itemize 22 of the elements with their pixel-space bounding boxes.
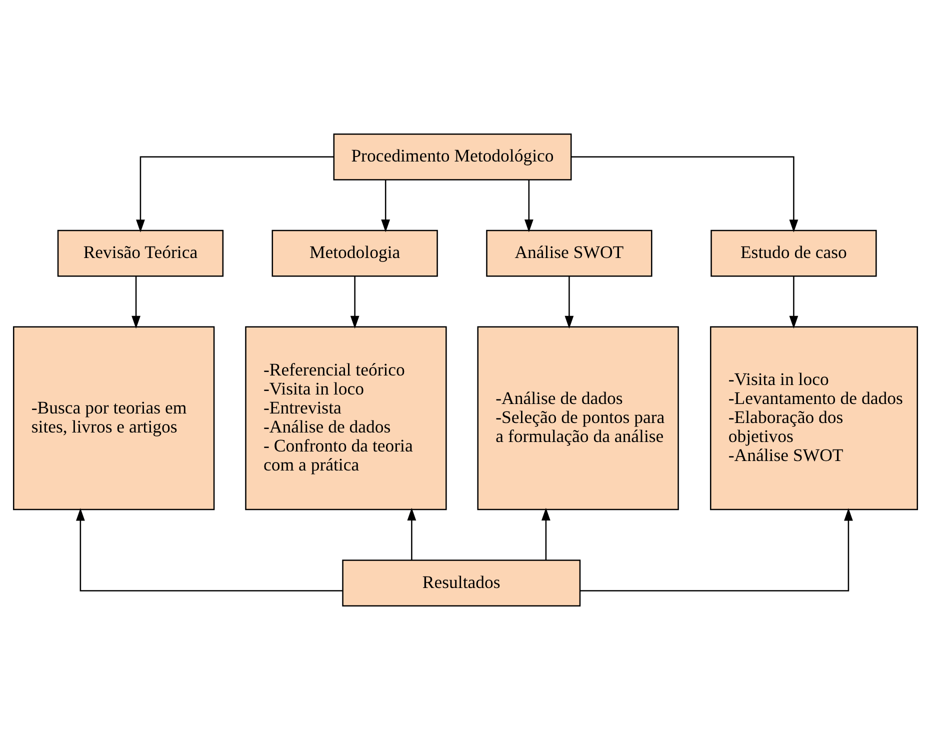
node-box: Resultados bbox=[342, 560, 581, 607]
node-box: -Referencial teórico -Visita in loco -Entrevista -Análise de dados - Confronto da teoria com a prática bbox=[245, 326, 447, 510]
node-box: -Análise de dados -Seleção de pontos para a formulação da análise bbox=[477, 326, 679, 510]
node-box: Revisão Teórica bbox=[57, 230, 224, 277]
node-box: -Busca por teorias em sites, livros e artigos bbox=[13, 326, 215, 510]
arrow bbox=[580, 508, 853, 592]
arrow bbox=[350, 276, 360, 329]
node-box: -Visita in loco -Levantamento de dados -Elaboração dos objetivos -Análise SWOT bbox=[710, 326, 918, 510]
arrow bbox=[542, 508, 550, 560]
arrow bbox=[524, 180, 534, 232]
node-box: Procedimento Metodológico bbox=[333, 133, 572, 180]
arrow bbox=[571, 156, 798, 232]
arrow bbox=[789, 276, 798, 329]
arrow bbox=[136, 156, 334, 232]
node-box: Estudo de caso bbox=[710, 230, 877, 277]
arrow bbox=[407, 508, 416, 560]
arrow bbox=[76, 508, 342, 592]
arrow bbox=[381, 180, 390, 232]
arrow bbox=[132, 276, 140, 329]
node-box: Análise SWOT bbox=[486, 230, 652, 277]
node-box: Metodologia bbox=[272, 230, 438, 277]
arrow bbox=[564, 276, 574, 329]
